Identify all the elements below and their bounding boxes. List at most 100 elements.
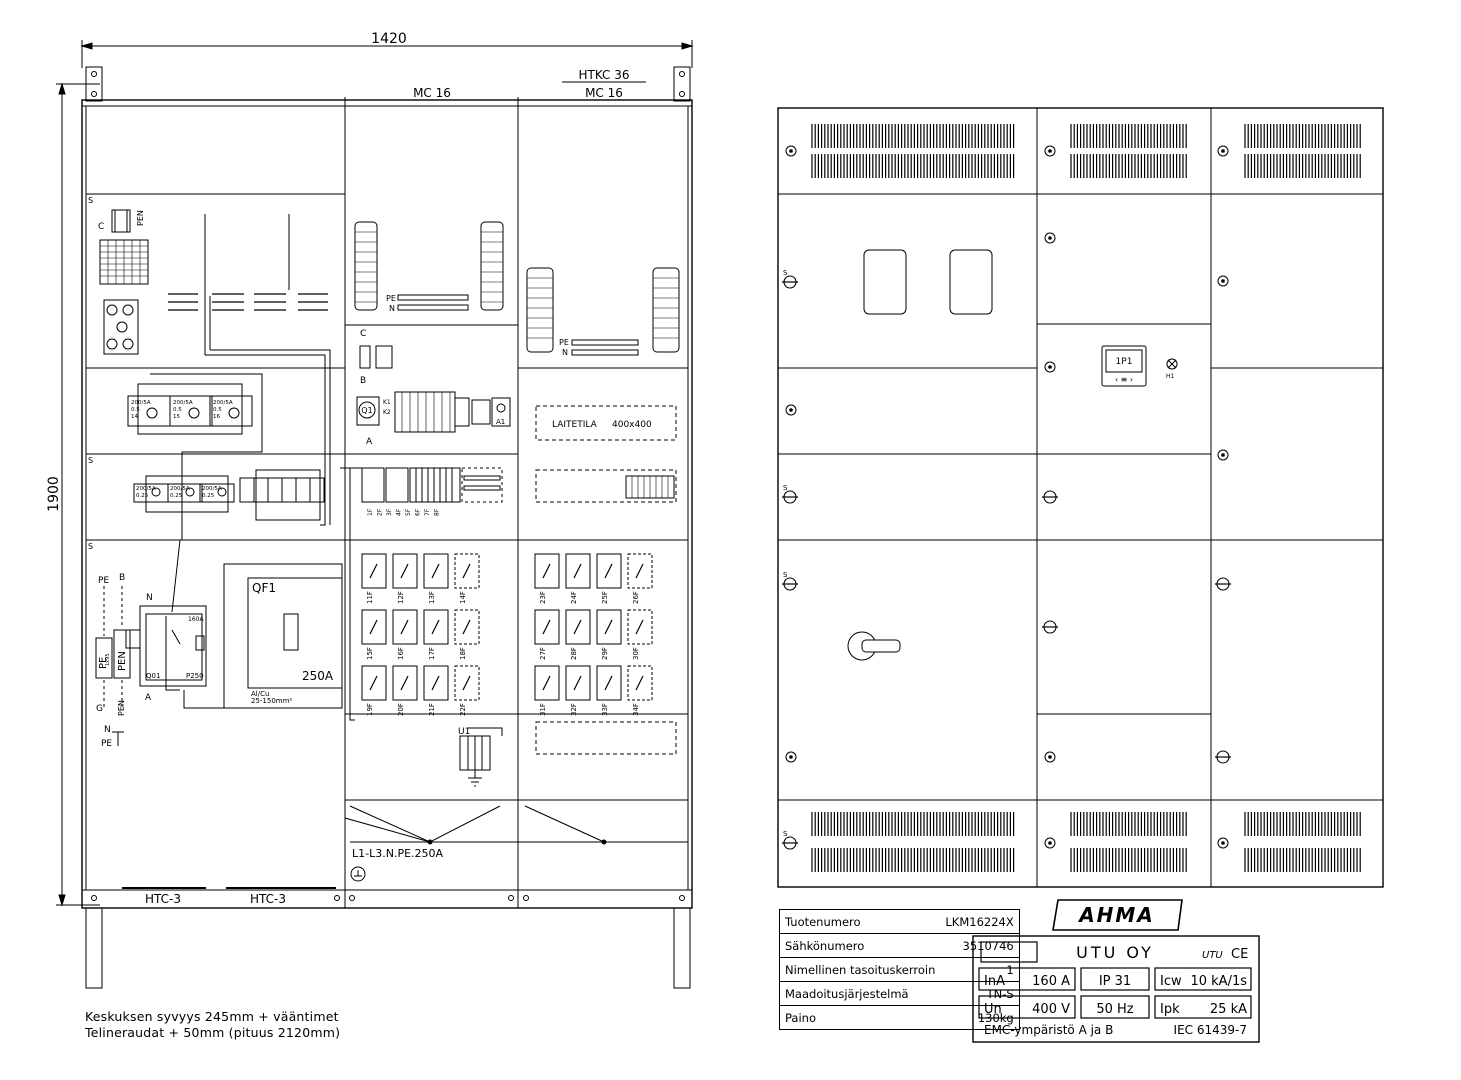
breaker-ratio: 0.5	[213, 407, 222, 413]
breaker-rating: 200/5A	[136, 486, 156, 492]
fuse-label: 18F	[459, 647, 467, 660]
n-bar-label: N	[389, 304, 395, 313]
s-mark: S	[783, 571, 788, 579]
table-value: LKM16224X	[940, 909, 1020, 934]
size-label: 1x95	[105, 653, 111, 666]
fuse-cell	[565, 553, 591, 589]
small-fuse-label: 7F	[424, 508, 431, 516]
fuse-label: 23F	[539, 591, 547, 604]
b-mark: B	[360, 376, 366, 386]
fuse-label: 31F	[539, 703, 547, 716]
s-mark: S	[783, 484, 788, 492]
fuse-symbol	[542, 675, 551, 691]
front-view	[777, 107, 1384, 888]
breaker-ratio: 0.5	[173, 407, 182, 413]
breaker-ratio: 0.25	[136, 493, 149, 499]
fuse-label: 34F	[632, 703, 640, 716]
fuse-label: 27F	[539, 647, 547, 660]
fuse-cell	[534, 609, 560, 645]
table-value: 3510746	[940, 933, 1020, 958]
screw-icon	[1217, 449, 1229, 461]
table-key: Maadoitusjärjestelmä	[779, 981, 941, 1006]
device-room-label: LAITETILA	[552, 420, 598, 430]
pe-bar-label: PE	[386, 294, 396, 303]
ipk-value: 25 kA	[1210, 1002, 1247, 1017]
ipk-label: Ipk	[1160, 1002, 1180, 1017]
fuse-label: 30F	[632, 647, 640, 660]
pe-bottom: PE	[101, 739, 112, 749]
screw-center	[789, 149, 793, 153]
a1-label: A1	[496, 418, 505, 426]
fuse-cell	[627, 609, 653, 645]
qf1-rating: 250A	[302, 669, 334, 683]
screw-icon	[785, 404, 797, 416]
ip-value: IP 31	[1099, 974, 1131, 989]
fuse-cell	[392, 665, 418, 701]
table-key: Sähkönumero	[779, 933, 941, 958]
c-mark: C	[360, 329, 366, 339]
fuse-label: 26F	[632, 591, 640, 604]
fuse-symbol	[635, 619, 644, 635]
un-value: 400 V	[1032, 1002, 1070, 1017]
fuse-label: 21F	[428, 703, 436, 716]
n-bottom: N	[104, 725, 111, 735]
htc-label-right: HTC-3	[250, 892, 286, 906]
table-value: TN-S	[940, 981, 1020, 1006]
ventilation-grilles	[811, 124, 1361, 872]
table-key: Tuotenumero	[779, 909, 941, 934]
fuse-cell	[534, 553, 560, 589]
breaker-rating: 200/5A	[173, 400, 193, 406]
table-value: 1	[940, 957, 1020, 982]
height-dimension: 1900	[46, 476, 62, 512]
panel-screws	[785, 145, 1229, 849]
fuse-symbol	[431, 563, 440, 579]
screw-center	[789, 408, 793, 412]
icw-value: 10 kA/1s	[1190, 974, 1247, 989]
fuse-cell	[627, 665, 653, 701]
frequency-value: 50 Hz	[1096, 1002, 1133, 1017]
fuse-symbol	[542, 563, 551, 579]
table-key: Nimellinen tasoituskerroin	[779, 957, 941, 982]
fuse-symbol	[462, 675, 471, 691]
g-mark: G	[96, 704, 103, 714]
screw-center	[1048, 236, 1052, 240]
screw-center	[1048, 149, 1052, 153]
small-fuse-label: 4F	[396, 508, 403, 516]
fuse-cell	[361, 553, 387, 589]
pen-terminal-label: PEN	[117, 651, 128, 671]
screw-icon	[785, 751, 797, 763]
screw-icon	[1044, 361, 1056, 373]
p250-label: P250	[186, 672, 204, 680]
screw-icon	[785, 145, 797, 157]
screw-center	[1221, 841, 1225, 845]
fuse-cell	[392, 609, 418, 645]
svg-text:AHMA: AHMA	[1077, 903, 1155, 927]
small-fuse-label: 8F	[434, 508, 441, 516]
fuse-cell	[423, 665, 449, 701]
fuse-symbol	[462, 619, 471, 635]
fuse-label: 13F	[428, 591, 436, 604]
fuse-label: 28F	[570, 647, 578, 660]
pe-mark: PE	[98, 576, 109, 586]
a-mark: A	[366, 437, 373, 447]
fuse-symbol	[604, 619, 613, 635]
a-mark: A	[145, 693, 152, 703]
width-dimension: 1420	[371, 31, 407, 47]
breaker-ratio: 0.25	[202, 493, 215, 499]
screw-center	[1221, 279, 1225, 283]
table-key: Paino	[779, 1005, 941, 1030]
fuse-symbol	[542, 619, 551, 635]
fuse-symbol	[400, 563, 409, 579]
fuse-symbol	[369, 675, 378, 691]
qf1-label: QF1	[252, 581, 276, 595]
screw-center	[789, 755, 793, 759]
k2-label: K2	[383, 409, 391, 416]
note-depth: Keskuksen syvyys 245mm + vääntimet	[85, 1009, 339, 1024]
fuse-symbol	[573, 619, 582, 635]
